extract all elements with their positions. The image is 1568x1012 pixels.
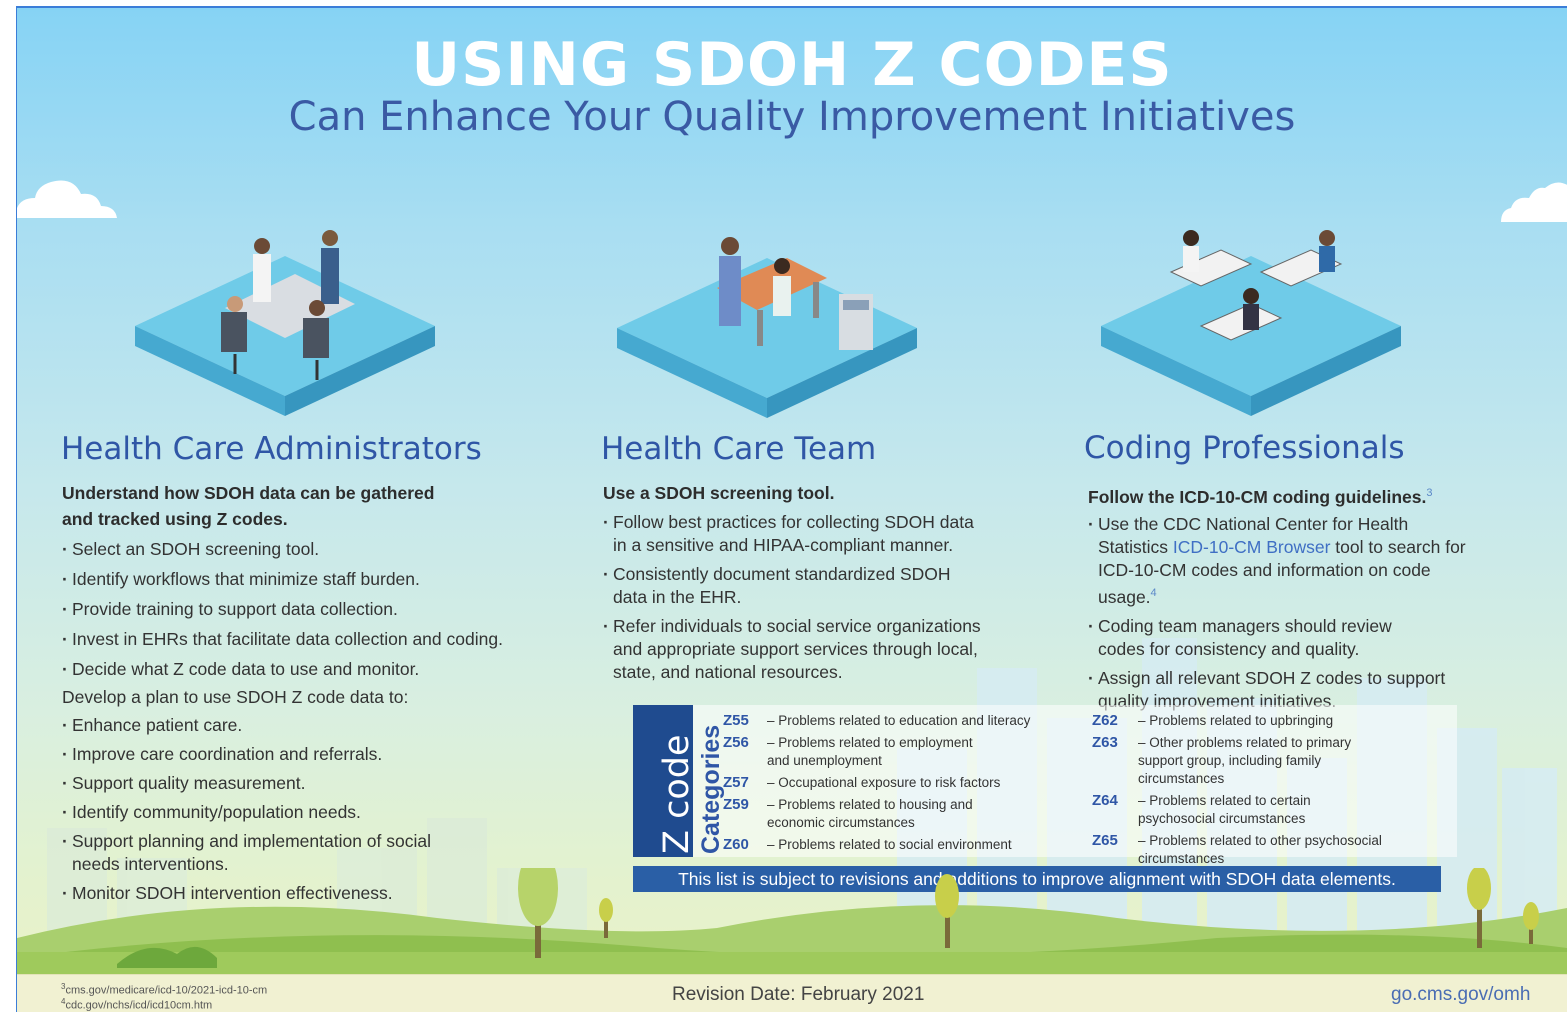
care-team-illustration xyxy=(617,237,917,418)
zcode: Z60 xyxy=(723,836,749,853)
list-item: Identify community/population needs. xyxy=(62,801,442,824)
zcode-row: Z64 – Problems related to certain psychos… xyxy=(1092,792,1432,828)
zcode-desc: Other problems related to primary suppor… xyxy=(1138,735,1352,786)
zcode: Z62 xyxy=(1092,712,1118,729)
administrators-illustration xyxy=(135,230,435,416)
list-item: Use the CDC National Center for Health S… xyxy=(1088,513,1483,609)
dash: – xyxy=(1138,735,1146,750)
zcode-desc: Problems related to social environment xyxy=(778,837,1012,852)
zcode-desc: Problems related to housing and economic… xyxy=(767,797,973,830)
zcode: Z55 xyxy=(723,712,749,729)
site-link[interactable]: go.cms.gov/omh xyxy=(1391,984,1531,1005)
list-item: Identify workflows that minimize staff b… xyxy=(62,568,532,591)
list-item: Improve care coordination and referrals. xyxy=(62,743,442,766)
landscape xyxy=(17,868,1567,978)
list-item: Monitor SDOH intervention effectiveness. xyxy=(62,882,442,905)
plan-bullets: Enhance patient care. Improve care coord… xyxy=(62,714,442,905)
zcode: Z64 xyxy=(1092,792,1118,809)
zcode-row: Z63 – Other problems related to primary s… xyxy=(1092,734,1432,788)
footnote-ref: 4 xyxy=(1150,587,1157,599)
administrators-heading: Health Care Administrators xyxy=(61,431,482,467)
zcode-row: Z65 – Problems related to other psychosoc… xyxy=(1092,832,1432,868)
footnote-ref: 3 xyxy=(1426,487,1433,499)
page-title: USING SDOH Z CODES xyxy=(411,30,1173,100)
list-item: Support planning and implementation of s… xyxy=(62,830,442,876)
dash: – xyxy=(767,713,775,728)
zcode-box xyxy=(633,705,1457,857)
dash: – xyxy=(1138,793,1146,808)
zcode-row: Z57 – Occupational exposure to risk facto… xyxy=(723,774,1063,792)
footnote-4: 4cdc.gov/nchs/icd/icd10cm.htm xyxy=(61,995,212,1012)
care-team-bullets: Follow best practices for collecting SDO… xyxy=(603,511,983,684)
zcode: Z56 xyxy=(723,734,749,751)
administrators-lead-line1: Understand how SDOH data can be gathered xyxy=(62,483,435,503)
zcode-desc: Occupational exposure to risk factors xyxy=(778,775,1001,790)
dash: – xyxy=(1138,713,1146,728)
administrators-lead-line2: and tracked using Z codes. xyxy=(62,509,288,529)
administrators-lead: Understand how SDOH data can be gathered… xyxy=(62,480,522,532)
list-item: Coding team managers should review codes… xyxy=(1088,615,1483,661)
list-item: Invest in EHRs that facilitate data coll… xyxy=(62,628,532,651)
zcode: Z57 xyxy=(723,774,749,791)
zcode: Z59 xyxy=(723,796,749,813)
zcode-row: Z56 – Problems related to employment and … xyxy=(723,734,1063,770)
plan-heading: Develop a plan to use SDOH Z code data t… xyxy=(62,687,409,707)
list-item: Follow best practices for collecting SDO… xyxy=(603,511,983,557)
zcode-list-right: Z62 – Problems related to upbringing Z63 –… xyxy=(1092,712,1432,868)
zcode-categories-label: Categories xyxy=(697,724,725,854)
dash: – xyxy=(767,735,775,750)
zcode-label-bar xyxy=(633,705,693,857)
coding-bullets: Use the CDC National Center for Health S… xyxy=(1088,513,1483,713)
administrators-bullets: Select an SDOH screening tool. Identify … xyxy=(62,538,532,681)
coding-lead: Follow the ICD-10-CM coding guidelines.3 xyxy=(1088,480,1432,510)
list-item: Refer individuals to social service orga… xyxy=(603,615,983,684)
list-item: Enhance patient care. xyxy=(62,714,442,737)
revision-date: Revision Date: February 2021 xyxy=(672,984,925,1005)
care-team-lead: Use a SDOH screening tool. xyxy=(603,483,835,503)
dash: – xyxy=(767,837,775,852)
list-item: Consistently document standardized SDOH … xyxy=(603,563,983,609)
zcode-row: Z62 – Problems related to upbringing xyxy=(1092,712,1432,730)
bullet-text: tool to search for ICD-10-CM codes and i… xyxy=(1098,537,1466,607)
dash: – xyxy=(1138,833,1146,848)
zcode-list-left: Z55 – Problems related to education and l… xyxy=(723,712,1063,854)
bullet-text: Use the CDC National Center for Health S… xyxy=(1098,514,1409,557)
zcode-desc: Problems related to education and litera… xyxy=(778,713,1031,728)
zcode-row: Z55 – Problems related to education and l… xyxy=(723,712,1063,730)
coding-lead-text: Follow the ICD-10-CM coding guidelines. xyxy=(1088,486,1427,507)
page-subtitle: Can Enhance Your Quality Improvement Ini… xyxy=(288,94,1296,140)
icd-browser-link[interactable]: ICD-10-CM Browser xyxy=(1172,537,1331,557)
list-item: Provide training to support data collect… xyxy=(62,598,532,621)
zcode-row: Z59 – Problems related to housing and eco… xyxy=(723,796,1063,832)
zcode-desc: Problems related to employment and unemp… xyxy=(767,735,973,768)
zcode-desc: Problems related to other psychosocial c… xyxy=(1138,833,1382,866)
cloud-left xyxy=(17,180,117,218)
zcode: Z65 xyxy=(1092,832,1118,849)
zcode-desc: Problems related to certain psychosocial… xyxy=(1138,793,1311,826)
list-item: Support quality measurement. xyxy=(62,772,442,795)
zcode-desc: Problems related to upbringing xyxy=(1149,713,1334,728)
footnote-3: 3cms.gov/medicare/icd-10/2021-icd-10-cm xyxy=(61,980,267,998)
zcode: Z63 xyxy=(1092,734,1118,751)
zcode-label: Z code xyxy=(657,734,697,854)
cloud-right xyxy=(1501,182,1567,222)
zcode-row: Z60 – Problems related to social environm… xyxy=(723,836,1063,854)
infographic: USING SDOH Z CODES Can Enhance Your Qual… xyxy=(16,6,1567,1012)
care-team-heading: Health Care Team xyxy=(601,431,877,467)
coding-professionals-illustration xyxy=(1101,230,1401,416)
dash: – xyxy=(767,797,775,812)
list-item: Select an SDOH screening tool. xyxy=(62,538,532,561)
footer xyxy=(17,974,1567,1012)
footnote-text: cdc.gov/nchs/icd/icd10cm.htm xyxy=(65,999,213,1012)
footnote-number: 3 xyxy=(61,982,66,991)
revision-notice: This list is subject to revisions and ad… xyxy=(633,866,1441,892)
footnote-text: cms.gov/medicare/icd-10/2021-icd-10-cm xyxy=(65,984,268,997)
dash: – xyxy=(767,775,775,790)
footnote-number: 4 xyxy=(61,997,66,1006)
coding-heading: Coding Professionals xyxy=(1084,430,1405,466)
list-item: Decide what Z code data to use and monit… xyxy=(62,658,532,681)
